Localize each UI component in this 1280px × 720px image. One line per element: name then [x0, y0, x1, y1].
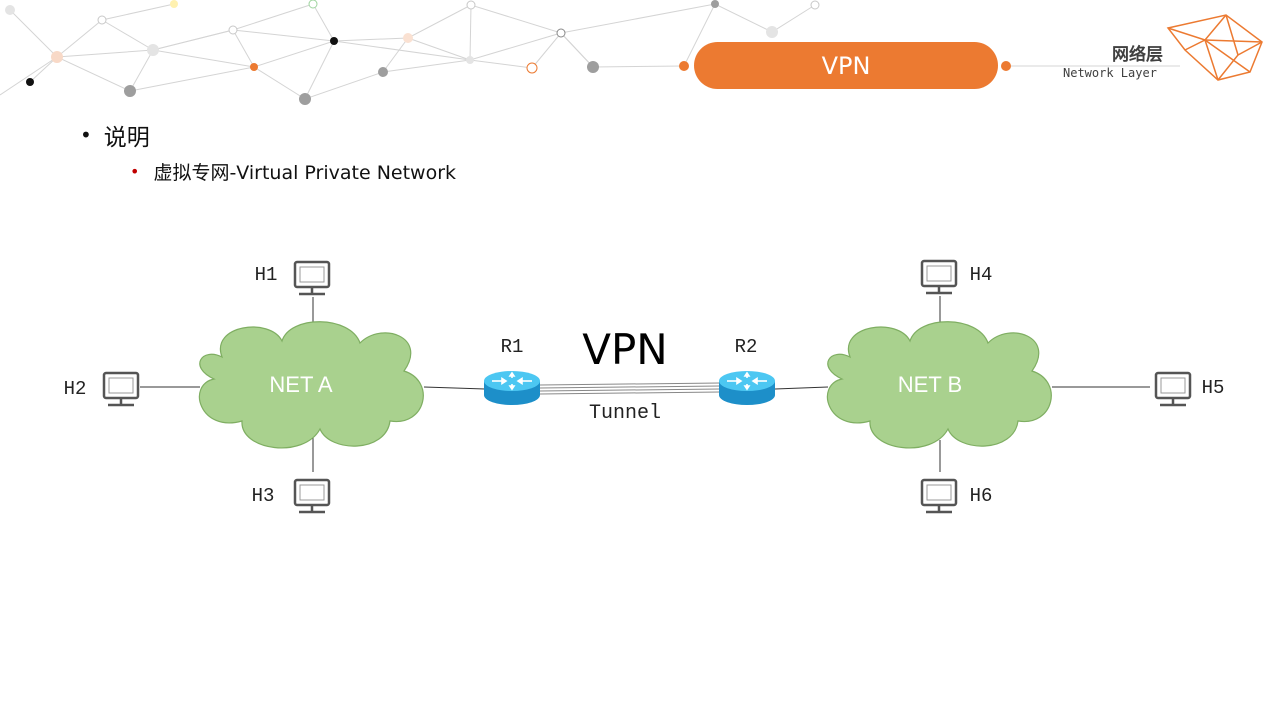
- computer-icon: [293, 260, 331, 296]
- bullet-level2-text: 虚拟专网-Virtual Private Network: [153, 162, 457, 184]
- bullet-level2: • 虚拟专网-Virtual Private Network: [130, 158, 456, 185]
- host-h2-label: H2: [64, 378, 87, 400]
- tunnel-label: Tunnel: [589, 402, 661, 425]
- vpn-tunnel: [539, 382, 721, 395]
- computer-icon: [102, 371, 140, 407]
- computer-icon: [920, 259, 958, 295]
- slide-title-pill: VPN: [694, 42, 998, 89]
- header-network-decoration: [0, 0, 1263, 105]
- logo-icon: [1166, 14, 1263, 81]
- router-r1-label: R1: [501, 336, 524, 358]
- net-b-label: NET B: [898, 372, 962, 397]
- host-h5-label: H5: [1202, 377, 1225, 399]
- router-r2-label: R2: [735, 336, 758, 358]
- link-neta-r1: [423, 386, 486, 390]
- router-icon: [483, 370, 541, 406]
- host-h3-label: H3: [252, 485, 275, 507]
- router-icon: [718, 370, 776, 406]
- bullet-level1-text: 说明: [103, 125, 150, 151]
- bullet-dot-red: •: [130, 162, 140, 181]
- section-title-en: Network Layer: [1063, 66, 1157, 80]
- computer-icon: [1154, 371, 1192, 407]
- slide-title: VPN: [821, 51, 871, 80]
- link-r2-netb: [774, 386, 829, 390]
- host-h6-label: H6: [970, 485, 993, 507]
- computer-icon: [920, 478, 958, 514]
- bullet-dot: •: [80, 123, 92, 147]
- section-title-cn: 网络层: [1112, 45, 1163, 65]
- host-h1-label: H1: [255, 264, 278, 286]
- bullet-level1: • 说明: [80, 118, 150, 152]
- net-a-label: NET A: [269, 372, 333, 397]
- host-h4-label: H4: [970, 264, 993, 286]
- computer-icon: [293, 478, 331, 514]
- vpn-title: VPN: [582, 325, 667, 374]
